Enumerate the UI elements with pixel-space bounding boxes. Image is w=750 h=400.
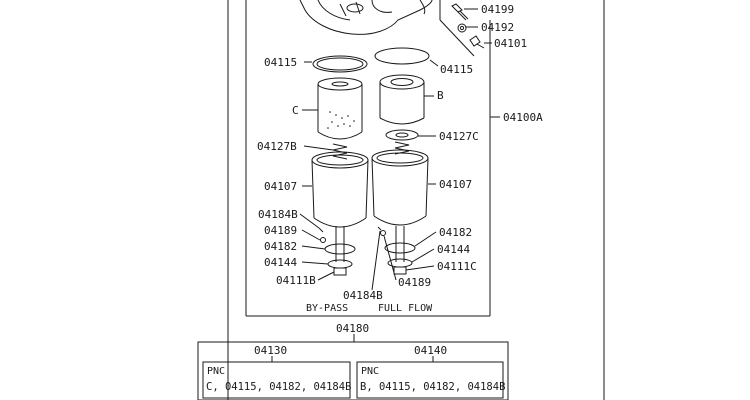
- gasket-04182-right: [384, 242, 416, 254]
- label-04189-right: 04189: [398, 276, 431, 289]
- label-04180: 04180: [336, 322, 369, 335]
- filter-head: [299, 0, 433, 35]
- bolt-04111b: [333, 267, 347, 276]
- plug-04101: [469, 35, 485, 49]
- label-04107-left: 04107: [264, 180, 297, 193]
- valve-04127c: [385, 129, 419, 155]
- gasket-04115-right: [374, 47, 430, 65]
- element-c-texture: [327, 111, 355, 129]
- label-04101: 04101: [494, 37, 527, 50]
- oring-04184b-right: [377, 226, 382, 231]
- label-bypass: BY-PASS: [306, 303, 348, 314]
- label-element-c: C: [292, 104, 299, 117]
- table-pnc-left: PNC: [207, 366, 225, 377]
- label-04111b: 04111B: [276, 274, 316, 287]
- gasket-04182-left: [324, 243, 356, 255]
- bolt-04199: [451, 3, 469, 21]
- washer-04144-left: [327, 259, 353, 269]
- assembly-frame: [245, 0, 500, 317]
- table-header-left: 04130: [254, 344, 287, 357]
- label-04189-left: 04189: [264, 224, 297, 237]
- label-04100a: 04100A: [503, 111, 543, 124]
- table-header-right: 04140: [414, 344, 447, 357]
- label-04127c: 04127C: [439, 130, 479, 143]
- label-04127b: 04127B: [257, 140, 297, 153]
- table-parts-right: B, 04115, 04182, 04184B: [360, 381, 505, 393]
- label-04199: 04199: [481, 3, 514, 16]
- label-04182-left: 04182: [264, 240, 297, 253]
- table-parts-left: C, 04115, 04182, 04184B: [206, 381, 351, 393]
- label-element-b: B: [437, 89, 444, 102]
- label-04107-right: 04107: [439, 178, 472, 191]
- label-04144-right: 04144: [437, 243, 470, 256]
- washer-04192: [457, 23, 467, 33]
- leaders-lower: [299, 213, 437, 291]
- bolt-04111c: [393, 266, 407, 275]
- table-lines: [197, 334, 509, 400]
- label-04144-left: 04144: [264, 256, 297, 269]
- element-b: [379, 74, 425, 125]
- label-04184b-right: 04184B: [343, 289, 383, 302]
- case-04107-left: [311, 151, 369, 262]
- label-04111c: 04111C: [437, 260, 477, 273]
- label-fullflow: FULL FLOW: [378, 303, 433, 314]
- element-c: [317, 77, 363, 140]
- oring-04184b-left: [318, 227, 324, 233]
- gasket-04115-left: [312, 55, 368, 73]
- oring-04189-left: [320, 237, 326, 243]
- label-04184b-left: 04184B: [258, 208, 298, 221]
- table-pnc-right: PNC: [361, 366, 379, 377]
- label-04115-left: 04115: [264, 56, 297, 69]
- label-04182-right: 04182: [439, 226, 472, 239]
- oring-04189-right: [380, 230, 386, 236]
- label-04192: 04192: [481, 21, 514, 34]
- label-04115-right: 04115: [440, 63, 473, 76]
- case-04107-right: [371, 149, 429, 262]
- leaders-upper-right: [439, 0, 492, 57]
